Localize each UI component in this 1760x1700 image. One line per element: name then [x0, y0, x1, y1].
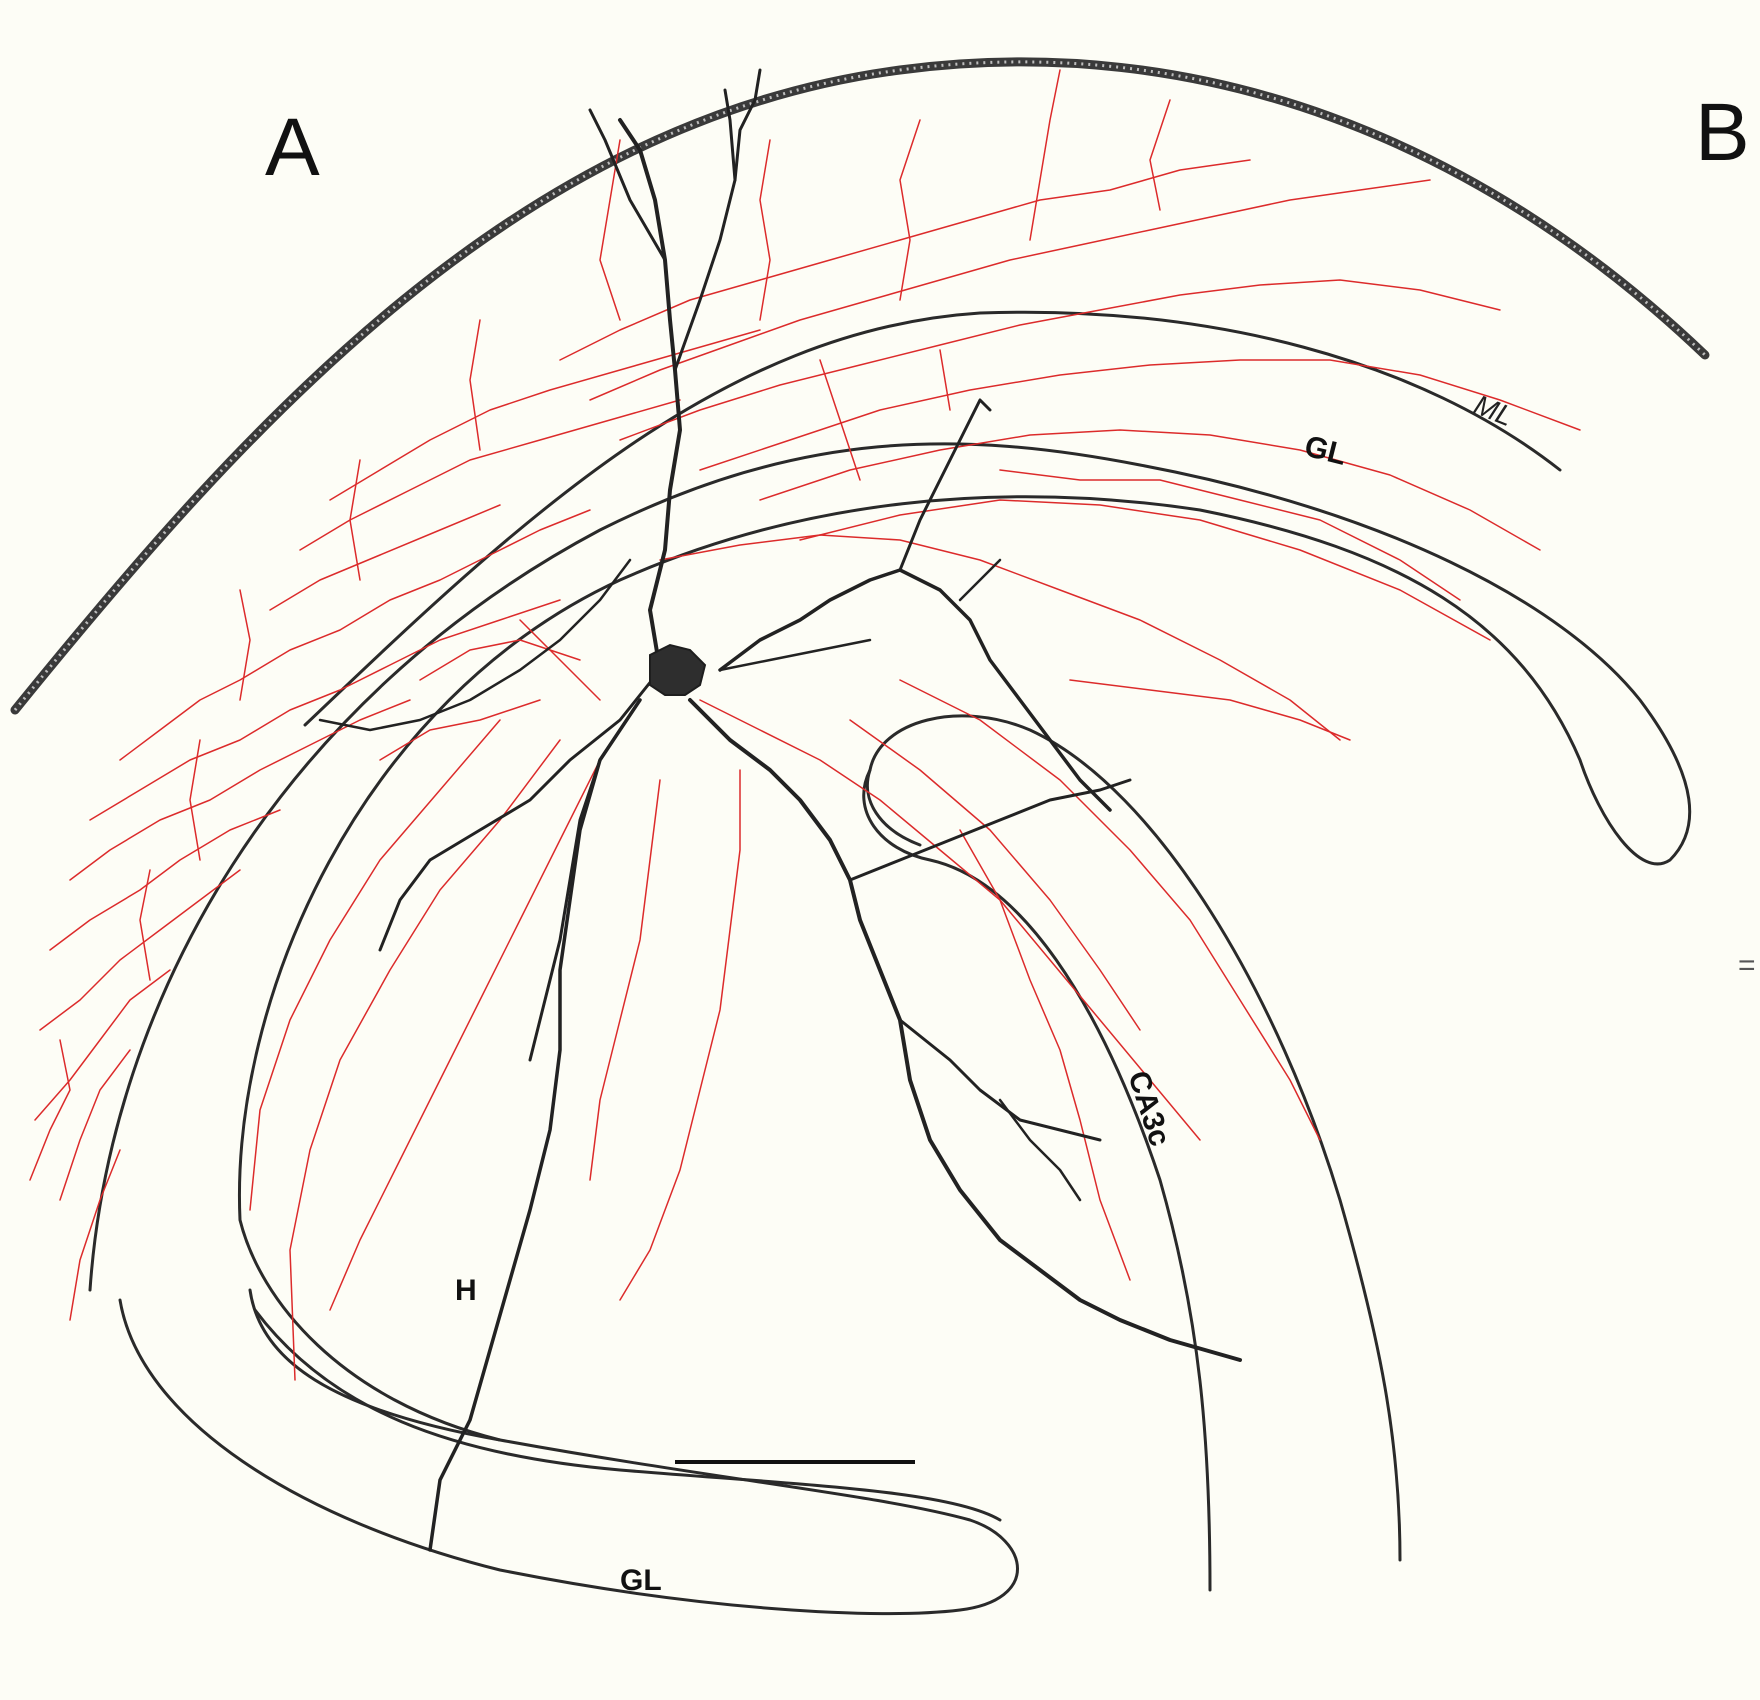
granule-layer-upper-label: GL	[1301, 430, 1349, 472]
pial-surface-line	[10, 57, 1710, 715]
molecular-granule-boundary	[303, 310, 1562, 727]
ca3c-outline-inner	[862, 768, 1212, 1592]
lower-granule-layer-inner	[253, 1308, 1002, 1522]
neuron-soma	[649, 643, 707, 696]
granule-layer-lower-label: GL	[620, 1564, 662, 1597]
ca3c-outline-outer	[868, 714, 1402, 1562]
ca3c-end-cap	[865, 768, 922, 847]
panel-label-a: A	[265, 102, 320, 193]
margin-mark: =	[1738, 949, 1756, 982]
dendritic-tree	[318, 68, 1242, 1552]
molecular-layer-label: ML	[1470, 389, 1518, 432]
axonal-arbor	[29, 69, 1581, 1381]
hilus-label: H	[455, 1274, 477, 1307]
panel-label-b: B	[1695, 87, 1750, 178]
lower-granule-layer-outline	[118, 1288, 1019, 1616]
ca3c-label: CA3c	[1121, 1067, 1176, 1150]
upper-granule-layer-outline	[88, 442, 1692, 1442]
